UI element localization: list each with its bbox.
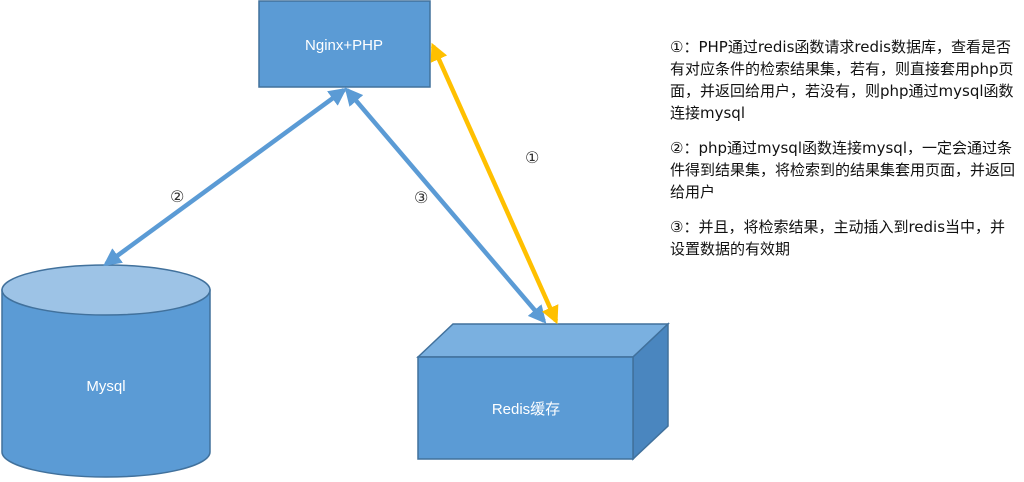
step-3-marker: ③ [414,188,428,207]
redis-node: Redis缓存 [416,322,670,461]
note-step-1: ①：PHP通过redis函数请求redis数据库，查看是否有对应条件的检索结果集… [670,38,1014,122]
note-step-2: ②：php通过mysql函数连接mysql，一定会通过条件得到结果集，将检索到的… [670,139,1016,201]
note-step-3: ③：并且，将检索结果，主动插入到redis当中，并设置数据的有效期 [670,218,1006,258]
nginx-redis-arrow [344,87,547,324]
notes-panel: ①：PHP通过redis函数请求redis数据库，查看是否有对应条件的检索结果集… [670,36,1015,273]
redis-label: Redis缓存 [492,401,560,418]
mysql-nginx-arrow [103,87,347,267]
nginx-php-label: Nginx+PHP [305,37,383,54]
nginx-redis-cache-arrow [430,42,559,325]
step-1-marker: ① [525,148,539,167]
mysql-node: Mysql [1,264,211,478]
nginx-php-node: Nginx+PHP [258,0,431,88]
mysql-label: Mysql [86,378,125,395]
step-2-marker: ② [170,187,184,206]
